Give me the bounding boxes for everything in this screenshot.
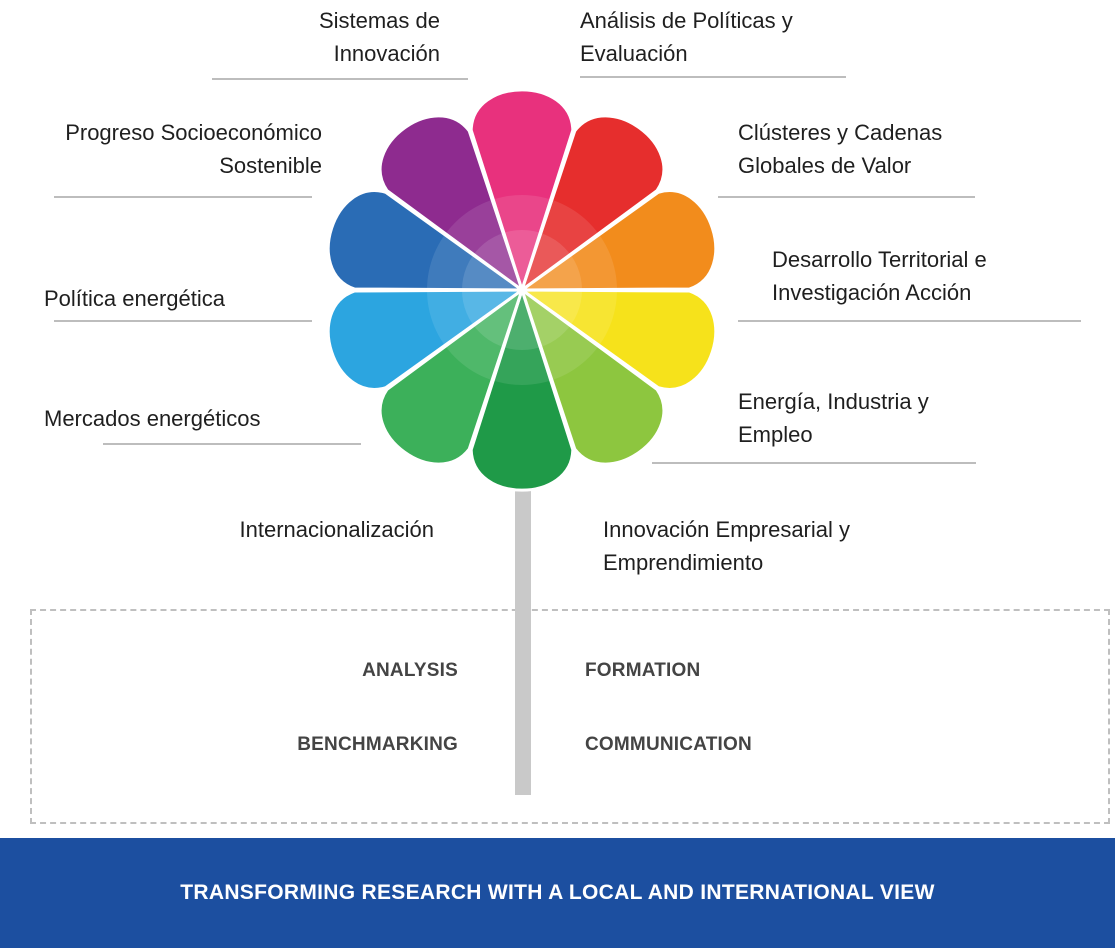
- rule-analisis: [580, 76, 846, 78]
- petal-sistemas: [469, 88, 575, 295]
- activity-formation: FORMATION: [585, 660, 701, 681]
- petal-energia: [519, 285, 666, 466]
- label-politica-energetica: Política energética: [44, 286, 225, 311]
- activities-box: [30, 609, 1110, 824]
- petal-clusteres: [517, 189, 718, 292]
- rule-desarrollo: [738, 320, 1081, 322]
- tagline-text: TRANSFORMING RESEARCH WITH A LOCAL AND I…: [180, 881, 935, 904]
- rule-politica: [54, 320, 312, 322]
- rule-sistemas: [212, 78, 468, 80]
- petal-internacionalizacion: [378, 285, 525, 466]
- activity-communication: COMMUNICATION: [585, 734, 752, 755]
- flower-center-inner: [462, 230, 582, 350]
- petal-desarrollo: [517, 288, 718, 391]
- flower-stem-lower: [515, 609, 531, 795]
- petal-mercados: [326, 288, 527, 391]
- label-mercados-energeticos: Mercados energéticos: [44, 406, 261, 431]
- label-internacionalizacion: Internacionalización: [239, 517, 434, 542]
- rule-clusteres: [718, 196, 975, 198]
- rule-energia: [652, 462, 976, 464]
- petal-politica: [326, 189, 527, 292]
- petal-innovacion-empresarial: [469, 285, 575, 492]
- tagline-banner: TRANSFORMING RESEARCH WITH A LOCAL AND I…: [0, 838, 1115, 948]
- flower-diagram: [326, 88, 718, 492]
- petal-progreso: [378, 114, 525, 295]
- activity-analysis: ANALYSIS: [362, 660, 458, 681]
- rule-progreso: [54, 196, 312, 198]
- petal-analisis: [519, 114, 666, 295]
- activity-benchmarking: BENCHMARKING: [297, 734, 458, 755]
- flower-center-halo: [427, 195, 617, 385]
- rule-mercados: [103, 443, 361, 445]
